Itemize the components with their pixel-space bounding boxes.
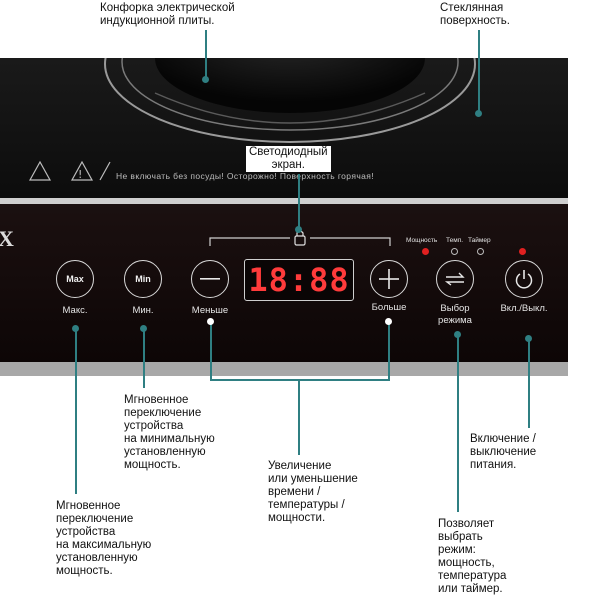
max-icon: Max xyxy=(66,274,84,284)
mode-button[interactable] xyxy=(436,260,474,298)
plus-label: Больше xyxy=(371,302,407,313)
led-display: 18:88 xyxy=(244,259,354,301)
leader-burner-dot xyxy=(202,76,209,83)
minus-button[interactable] xyxy=(191,260,229,298)
callout-glass: Стеклянная поверхность. xyxy=(440,2,510,27)
callout-mode: Позволяет выбрать режим: мощность, темпе… xyxy=(438,518,507,595)
indicator-temp-led xyxy=(451,248,458,255)
max-label: Макс. xyxy=(62,305,88,316)
min-label: Мин. xyxy=(132,305,154,316)
leader-max-dot xyxy=(72,325,79,332)
pot-base-edge xyxy=(154,92,426,124)
callout-display: Светодиодный экран. xyxy=(246,146,331,172)
leader-power-dot xyxy=(525,335,532,342)
leader-glass-dot xyxy=(475,110,482,117)
minus-label: Меньше xyxy=(191,305,229,316)
pot-shape xyxy=(155,58,425,113)
callout-max: Мгновенное переключение устройства на ма… xyxy=(56,500,152,577)
plus-button[interactable] xyxy=(370,260,408,298)
leader-power xyxy=(528,340,530,428)
warning-icons: ! xyxy=(28,160,111,181)
lock-icon xyxy=(294,230,306,246)
callout-min: Мгновенное переключение устройства на ми… xyxy=(124,394,215,471)
leader-mode-dot xyxy=(454,331,461,338)
mode-arrows-icon xyxy=(444,272,465,286)
power-label: Вкл./Выкл. xyxy=(500,303,548,314)
hot-surface-icon xyxy=(70,160,94,181)
indicator-temp-label: Темп. xyxy=(446,237,464,244)
leader-plus-minus xyxy=(298,379,300,455)
leader-max xyxy=(75,330,77,494)
leader-min-dot xyxy=(140,325,147,332)
brand-logo: X xyxy=(0,226,14,251)
leader-minus-dot xyxy=(207,318,214,325)
indicator-timer-led xyxy=(477,248,484,255)
leader-burner xyxy=(205,30,207,80)
no-empty-pan-icon xyxy=(99,161,111,181)
indicator-power-label: Мощность xyxy=(406,237,438,244)
max-button[interactable]: Max xyxy=(56,260,94,298)
callout-power: Включение / выключение питания. xyxy=(470,433,537,471)
power-icon xyxy=(515,270,533,289)
burner-ring xyxy=(104,58,476,143)
warning-triangle-icon xyxy=(28,160,52,181)
indicator-timer-label: Таймер xyxy=(468,237,491,244)
svg-text:!: ! xyxy=(78,168,82,181)
leader-display xyxy=(298,174,300,232)
power-led xyxy=(519,248,526,255)
power-button[interactable] xyxy=(505,260,543,298)
burner-outer-ring xyxy=(104,58,476,143)
glass-edge xyxy=(0,198,568,204)
leader-plus-minus-bar xyxy=(210,379,390,381)
leader-glass xyxy=(478,30,480,114)
leader-minus xyxy=(210,322,212,380)
leader-min xyxy=(143,330,145,388)
warning-text: Не включать без посуды! Осторожно! Повер… xyxy=(116,171,375,181)
min-icon: Min xyxy=(135,274,151,284)
mode-label: Выбор режима xyxy=(438,303,472,326)
burner-inner-ring xyxy=(121,58,459,131)
indicator-power-led xyxy=(422,248,429,255)
leader-mode xyxy=(457,336,459,512)
callout-plus-minus: Увеличение или уменьшение времени / темп… xyxy=(268,460,358,524)
leader-plus-dot xyxy=(385,318,392,325)
minus-icon xyxy=(200,278,220,280)
min-button[interactable]: Min xyxy=(124,260,162,298)
plus-icon xyxy=(379,269,399,289)
panel-frame xyxy=(0,362,568,376)
display-digits: 18:88 xyxy=(248,261,350,299)
leader-plus xyxy=(388,322,390,380)
leader-display-dot xyxy=(295,226,302,233)
callout-burner: Конфорка электрической индукционной плит… xyxy=(100,2,235,27)
